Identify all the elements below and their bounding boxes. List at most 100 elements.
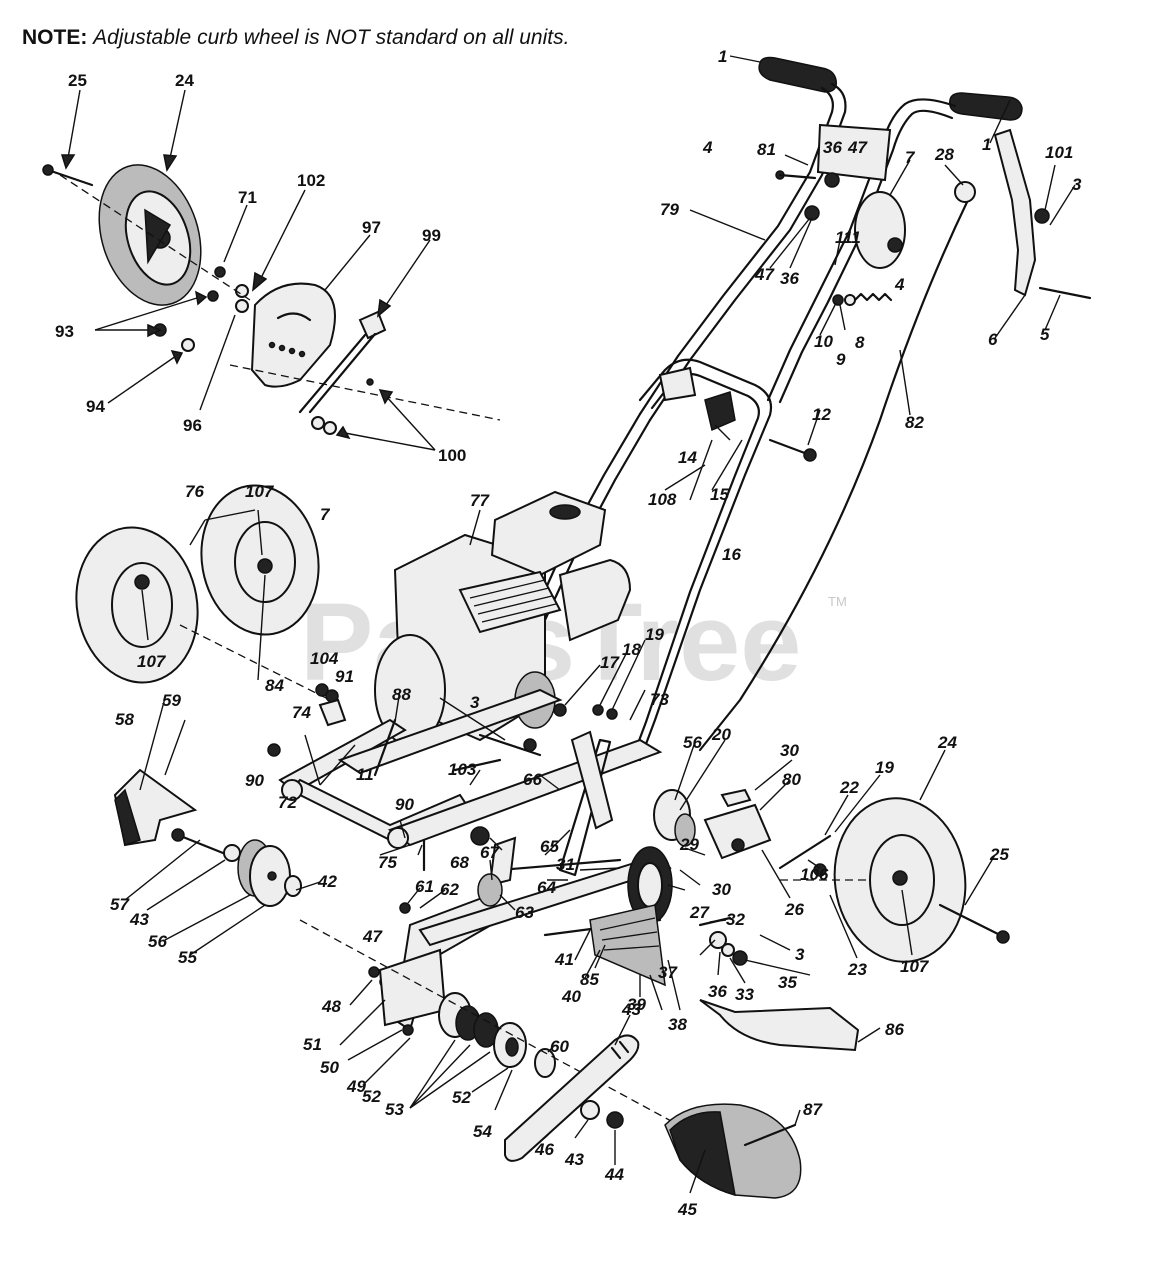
callout-90-left: 90 [245, 771, 264, 790]
washer-43-left [223, 844, 241, 862]
lower-handle-loop [638, 358, 773, 762]
callout-41: 41 [554, 950, 574, 969]
callout-67: 67 [480, 843, 500, 862]
spacer-30 [720, 788, 752, 808]
callout-24-right: 24 [937, 733, 957, 752]
callout-43-left: 43 [129, 910, 149, 929]
callout-74: 74 [292, 703, 311, 722]
callout-94: 94 [86, 397, 105, 416]
callout-46: 46 [534, 1140, 554, 1159]
callout-87: 87 [803, 1100, 823, 1119]
callout-30-mid: 30 [712, 880, 731, 899]
pin-22 [778, 834, 832, 870]
curb-wheel-assembly [42, 164, 501, 435]
leader-lines [60, 55, 1076, 1194]
diagram-note: NOTE: Adjustable curb wheel is NOT stand… [22, 26, 569, 50]
fin-line-2 [473, 587, 550, 607]
bolt-103 [453, 758, 502, 772]
bushing-28 [954, 181, 976, 203]
blade-arm-assembly [368, 730, 748, 1032]
nut-44 [606, 1111, 624, 1129]
callout-103: 103 [448, 760, 477, 779]
note-text: Adjustable curb wheel is NOT standard on… [93, 26, 570, 49]
callout-63: 63 [515, 903, 534, 922]
callout-35: 35 [778, 973, 797, 992]
callout-107-right: 107 [900, 957, 930, 976]
callout-56-left: 56 [148, 932, 167, 951]
nut-17 [553, 703, 567, 717]
blade-spindle-stack [299, 919, 781, 1181]
callout-66: 66 [523, 770, 542, 789]
bolt-5 [1038, 286, 1092, 300]
washer-96 [235, 299, 249, 313]
fin-line-3 [477, 595, 553, 615]
callout-8: 8 [855, 333, 865, 352]
frame-main-beam [387, 738, 663, 847]
nut-10 [832, 294, 844, 306]
bearing-52-b-core [505, 1037, 519, 1057]
curb-plate-hole-4 [298, 350, 306, 358]
upper-handle-right-tube-inner [778, 109, 954, 404]
rear-axle-centerline [179, 624, 331, 701]
callout-22: 22 [839, 778, 859, 797]
callout-4-top: 4 [702, 138, 713, 157]
handle-bolt [778, 173, 817, 180]
front-wheel-assembly [653, 788, 1010, 963]
axle-bolt-25-head [42, 164, 54, 176]
callout-12: 12 [812, 405, 831, 424]
callout-20: 20 [711, 725, 731, 744]
callout-65: 65 [540, 837, 559, 856]
callout-32: 32 [726, 910, 745, 929]
curb-wheel-centerline-2 [59, 174, 251, 301]
callout-40: 40 [561, 987, 581, 1006]
handle-knob [824, 172, 840, 188]
callout-3-engine: 3 [470, 693, 480, 712]
adjuster-shaft-2 [308, 332, 377, 414]
callout-17: 17 [600, 653, 620, 672]
washer-100-b [323, 421, 337, 435]
housing-rib-2 [601, 931, 658, 941]
control-rod [498, 858, 622, 872]
callout-61: 61 [415, 877, 434, 896]
callout-62: 62 [440, 880, 459, 899]
bolt-12-head [803, 448, 817, 462]
callout-39: 39 [627, 995, 646, 1014]
curb-wheel-plate [250, 282, 336, 388]
bolt-93-upper [207, 290, 219, 302]
callout-16: 16 [722, 545, 741, 564]
rear-wheel-right-hub [257, 558, 273, 574]
callout-58: 58 [115, 710, 134, 729]
curb-wheel-spokes [144, 208, 172, 265]
callout-53: 53 [385, 1100, 404, 1119]
callout-75: 75 [378, 853, 397, 872]
belt-guard-clip [114, 788, 141, 846]
lever-bracket [854, 191, 906, 269]
callout-3-top: 3 [1072, 175, 1082, 194]
adjuster-knob [358, 310, 387, 340]
left-handle-grip [758, 56, 838, 93]
upper-handle-left-tube-inner [638, 86, 834, 416]
blade-guard [664, 1103, 802, 1199]
callout-59: 59 [162, 691, 181, 710]
callout-37: 37 [658, 963, 678, 982]
pin-100 [366, 378, 374, 386]
callout-73: 73 [650, 690, 669, 709]
callout-labels: 25 24 71 102 97 99 93 94 96 100 1 1 4 81… [55, 47, 1082, 1219]
callout-93: 93 [55, 322, 74, 341]
gear-63 [477, 873, 503, 907]
callout-6: 6 [988, 330, 998, 349]
washer-43-blade [580, 1100, 600, 1120]
callout-19-frame: 19 [645, 625, 664, 644]
handle-bracket-plate [816, 123, 892, 182]
callout-25-right: 25 [989, 845, 1009, 864]
callout-104: 104 [310, 649, 339, 668]
spacer-60 [534, 1048, 556, 1078]
spacer-42 [284, 875, 302, 897]
front-wheel-hub [892, 870, 908, 886]
callout-50: 50 [320, 1058, 339, 1077]
callout-5: 5 [1040, 325, 1050, 344]
handle-assembly [532, 56, 1092, 764]
right-handle-grip [949, 92, 1023, 121]
callout-76: 76 [185, 482, 204, 501]
nut-104 [315, 683, 329, 697]
